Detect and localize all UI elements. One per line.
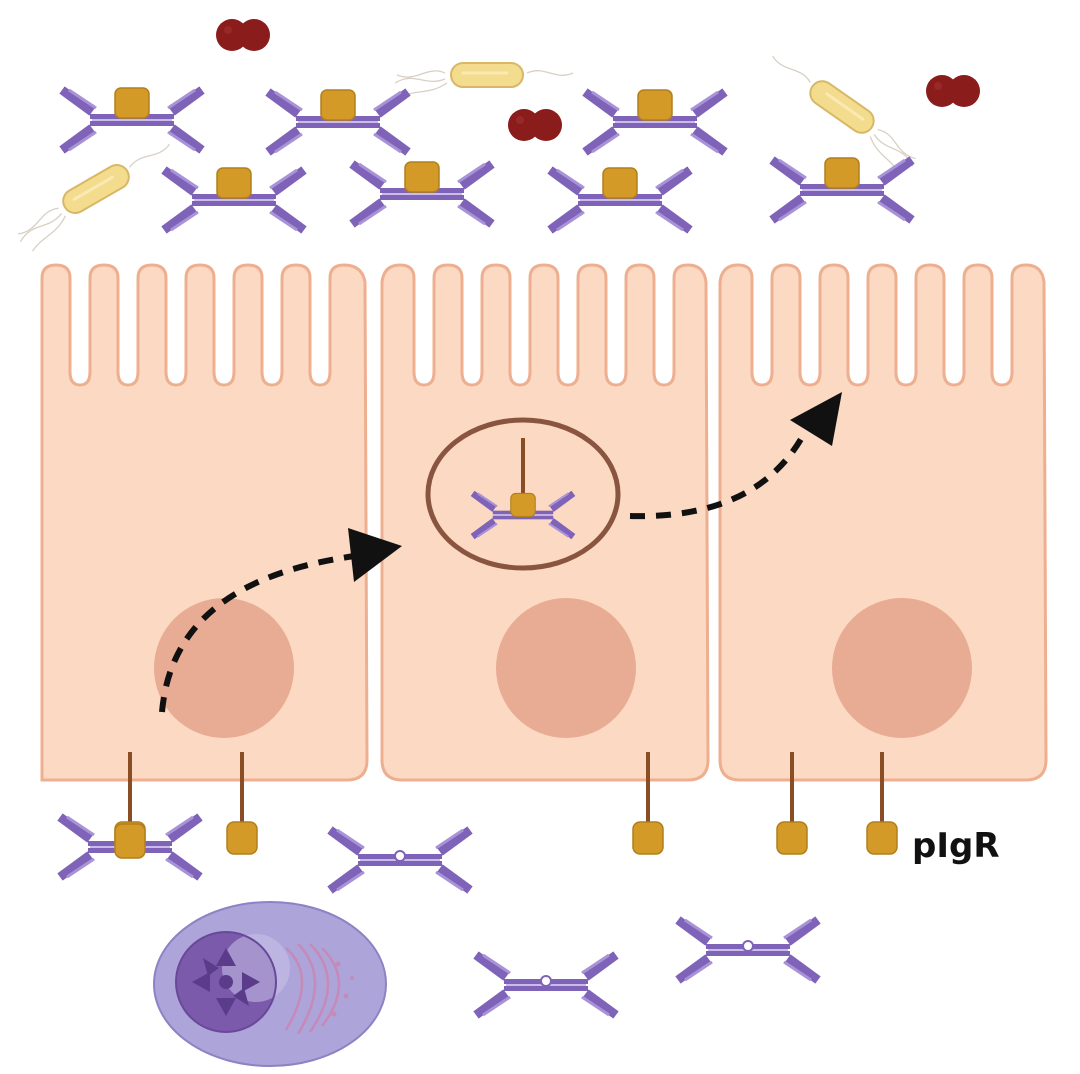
- transcytotic-vesicle: [425, 417, 621, 571]
- dashed-arrow-1: [159, 553, 356, 713]
- cell-nucleus-3: [832, 598, 972, 738]
- plasma-cell: [153, 901, 387, 1067]
- transcytosis-arrows: [159, 392, 842, 713]
- epithelial-layer: [40, 263, 1048, 782]
- diplococcus-icon: [926, 75, 980, 107]
- arrowhead-icon: [348, 528, 402, 582]
- receptor-label: pIgR: [912, 826, 1000, 866]
- cell-nucleus-2: [496, 598, 636, 738]
- lumen-bacteria: [8, 19, 980, 256]
- rod-bacteria-icon: [393, 61, 575, 99]
- diplococcus-icon: [216, 19, 270, 51]
- lumen-secretory-iga-group: [62, 88, 912, 230]
- dimeric-iga-icon: [678, 920, 818, 980]
- diplococcus-icon: [508, 109, 562, 141]
- arrowhead-icon: [790, 392, 842, 446]
- dimeric-iga-icon: [476, 955, 616, 1015]
- secretory-iga-icon: [164, 168, 304, 230]
- cell-nucleus-1: [154, 598, 294, 738]
- rod-bacteria-icon: [8, 134, 183, 256]
- secretory-iga-icon: [772, 158, 912, 220]
- secretory-iga-icon: [585, 90, 725, 152]
- secretory-iga-icon: [352, 162, 492, 224]
- dimeric-iga-icon: [330, 830, 470, 890]
- secretory-iga-icon: [268, 90, 408, 152]
- secretory-iga-icon: [62, 88, 202, 150]
- secretory-iga-icon: [550, 168, 690, 230]
- lamina-propria-iga-group: [60, 817, 818, 1015]
